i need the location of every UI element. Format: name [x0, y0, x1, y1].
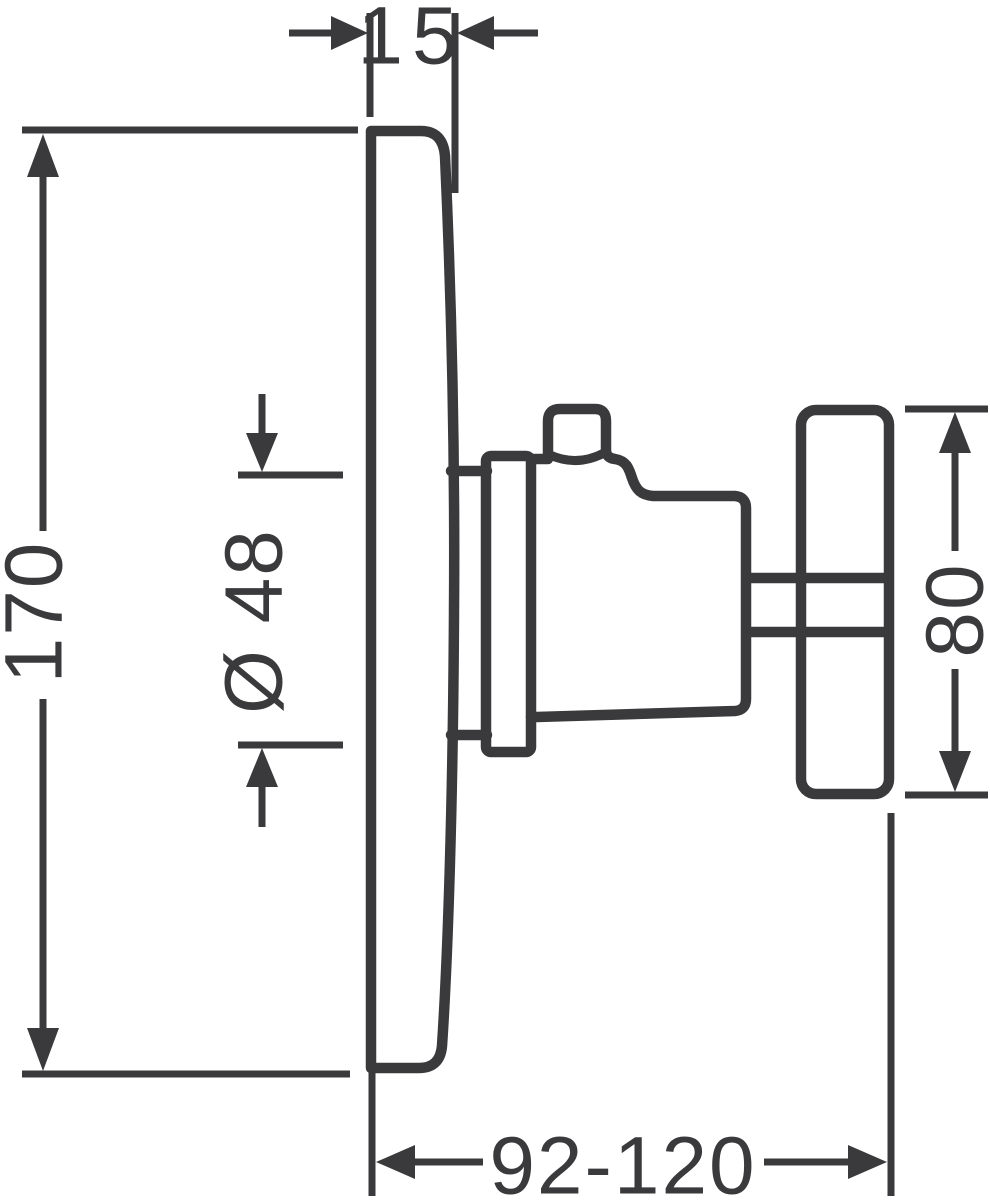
arrowhead-right-icon — [331, 16, 368, 50]
knob-base-arc — [545, 448, 609, 465]
dimension-label-plate-height: 170 — [0, 541, 80, 684]
product-outline — [365, 125, 895, 1074]
arrowhead-down-icon — [27, 1028, 59, 1071]
cross-handle-bar — [795, 404, 895, 800]
arrowhead-left-icon — [457, 16, 494, 50]
dimension-plate-height: 170 — [0, 126, 358, 1078]
dimension-label-handle-height: 80 — [910, 562, 990, 657]
escutcheon-plate — [365, 125, 460, 1074]
sleeve-flange — [480, 450, 537, 758]
valve-body — [525, 403, 752, 723]
dimension-sleeve-diameter: Ø 48 — [209, 394, 343, 827]
arrowhead-up-icon — [246, 748, 278, 787]
arrowhead-up-icon — [939, 412, 971, 453]
dimension-label-installation-depth: 92-120 — [489, 1121, 756, 1200]
dimension-label-plate-thickness: 15 — [357, 0, 466, 82]
arrowhead-down-icon — [246, 433, 278, 472]
arrowhead-up-icon — [27, 134, 59, 177]
dimension-handle-height: 80 — [905, 405, 990, 799]
arrowhead-right-icon — [848, 1145, 887, 1179]
dimension-plate-thickness: 15 — [289, 0, 538, 193]
arrowhead-down-icon — [939, 751, 971, 792]
dimension-label-sleeve-diameter: Ø 48 — [209, 528, 300, 714]
arrowhead-left-icon — [376, 1145, 415, 1179]
dimension-installation-depth: 92-120 — [368, 813, 895, 1200]
